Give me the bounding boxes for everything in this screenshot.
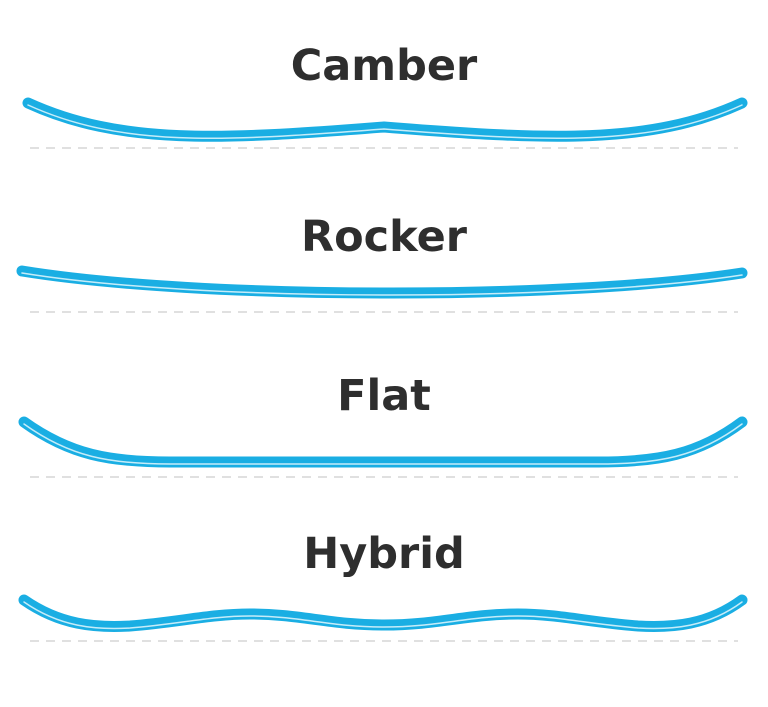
profile-flat: Flat — [0, 330, 768, 490]
camber-board-profile-icon — [22, 97, 748, 149]
profile-camber: Camber — [0, 0, 768, 170]
profile-title: Rocker — [301, 212, 467, 262]
profile-title: Flat — [337, 371, 431, 421]
hybrid-board-profile-icon — [18, 594, 748, 642]
profile-title: Camber — [290, 41, 478, 91]
profile-hybrid: Hybrid — [0, 490, 768, 707]
rocker-board-profile-icon — [16, 265, 748, 313]
profile-rocker: Rocker — [0, 170, 768, 330]
flat-board-profile-icon — [18, 416, 748, 478]
profile-title: Hybrid — [303, 529, 465, 579]
